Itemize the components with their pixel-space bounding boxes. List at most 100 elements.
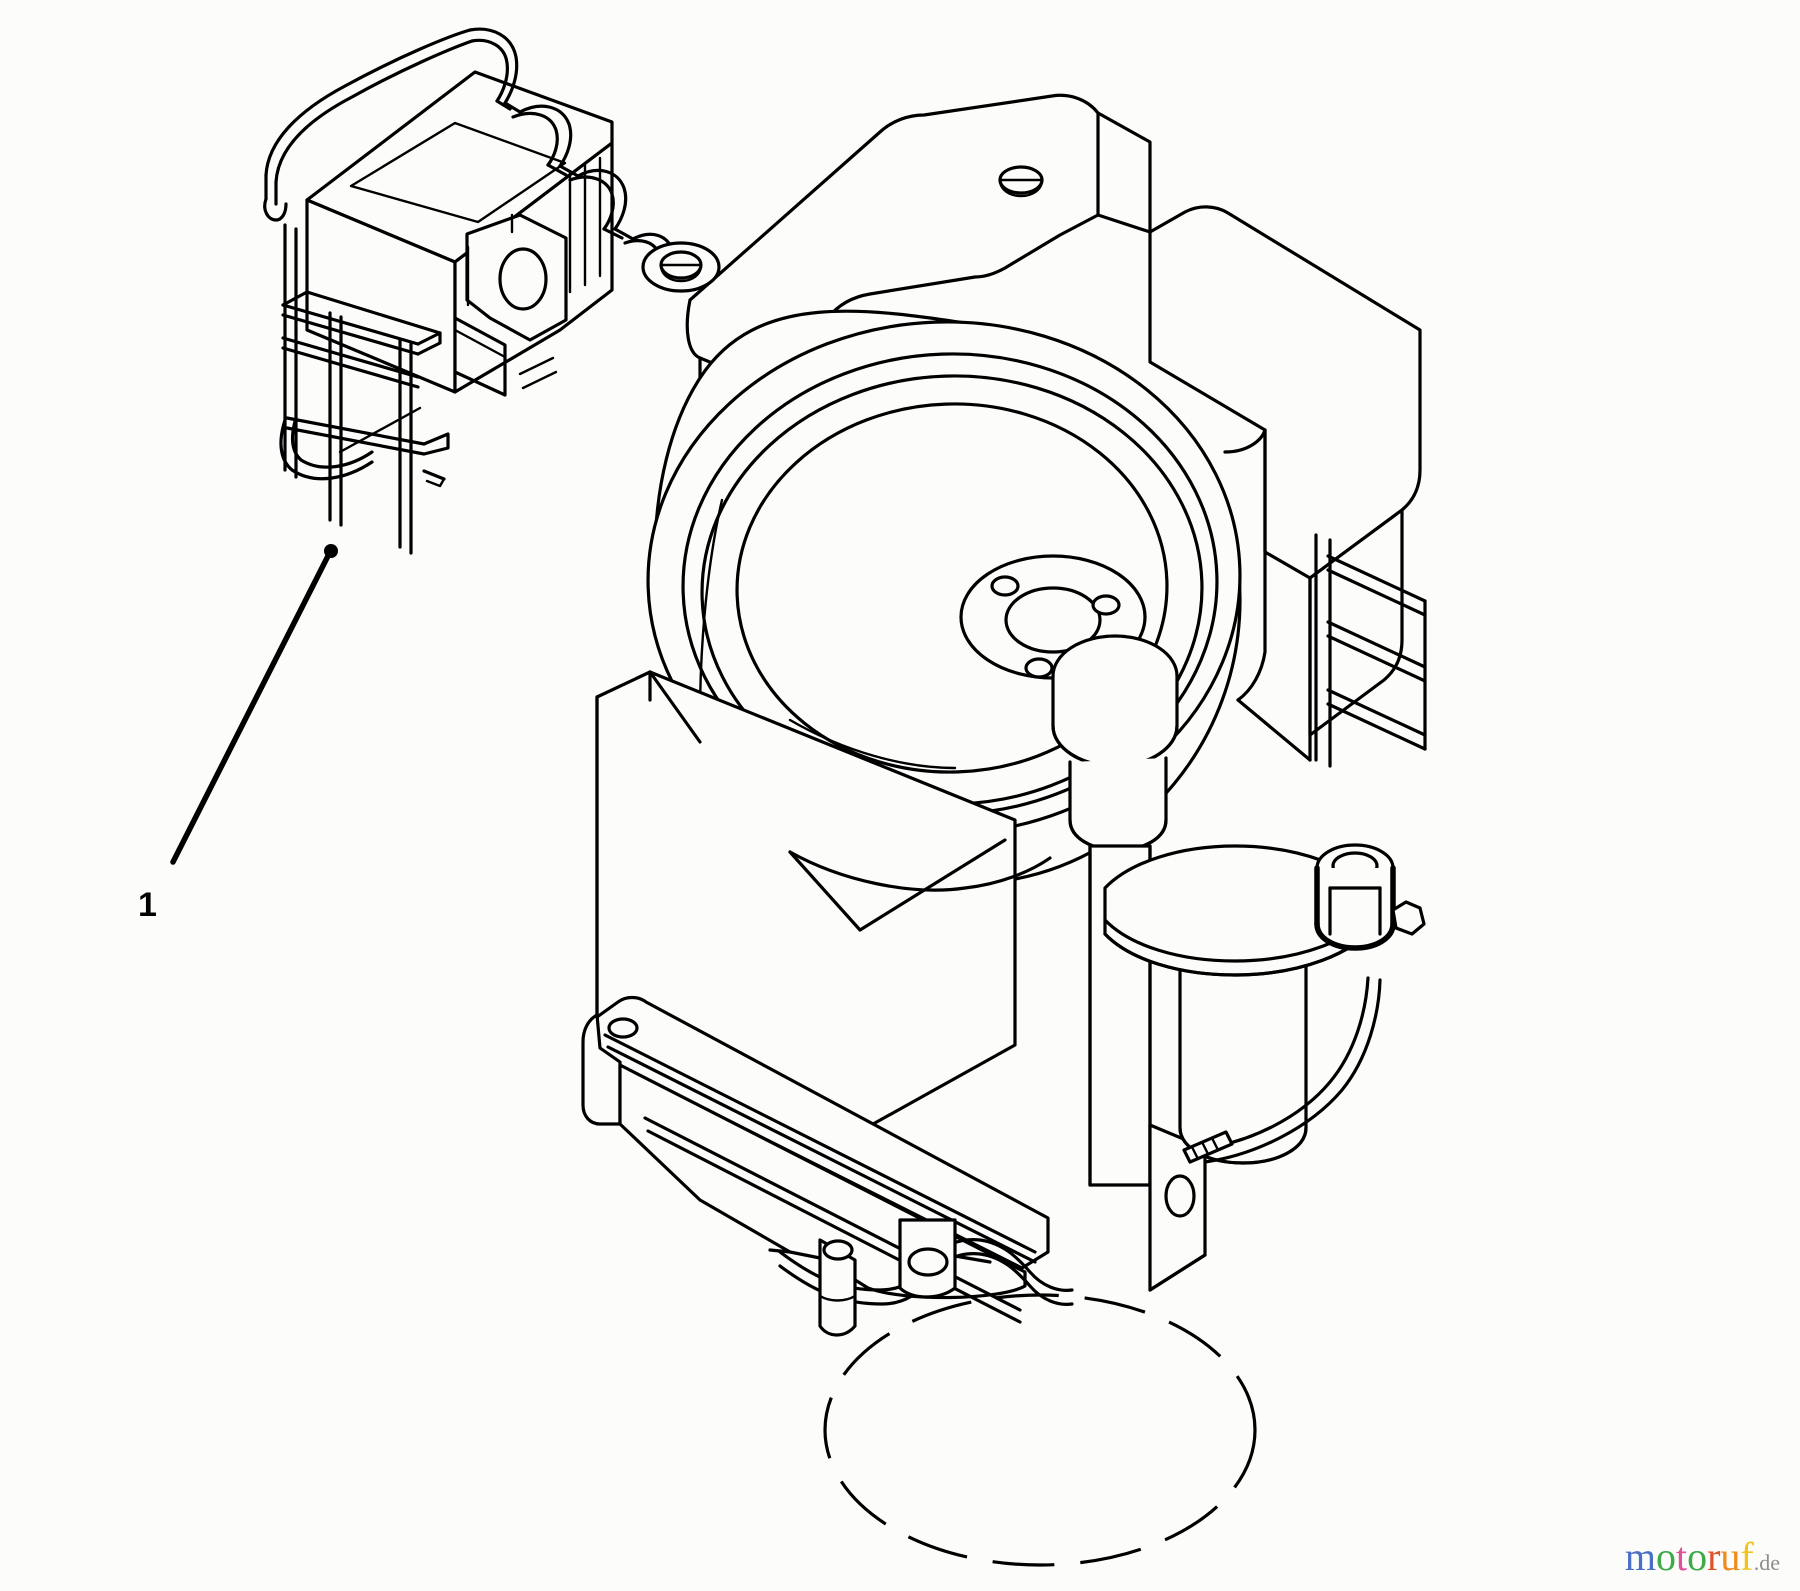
- shaft-collar: [1068, 756, 1168, 852]
- guard-link-2a: [558, 164, 580, 178]
- cooling-fins: [1314, 533, 1427, 768]
- guard-link-1a: [503, 101, 522, 114]
- hub-bolt-2: [1091, 594, 1121, 616]
- cage-rail-low-a: [285, 416, 426, 446]
- callout-1-label: 1: [138, 886, 157, 924]
- recoil-hub-inner: [1004, 586, 1102, 654]
- hub-bolt-3: [1024, 657, 1054, 679]
- bottom-tab-hole: [907, 1247, 949, 1277]
- cover-screw-right-body: [998, 178, 1044, 198]
- cylinder-front-curve-top: [1223, 428, 1267, 454]
- cage-rail-mid-b: [281, 346, 420, 389]
- wm-letter-u: u: [1720, 1534, 1741, 1579]
- cage-top-plate-edge: [416, 331, 442, 356]
- shaft-mount-hole: [1164, 1174, 1196, 1218]
- cover-step: [1058, 213, 1100, 237]
- starter-mount-arc-2: [1203, 978, 1382, 1164]
- guard-link-3b: [602, 227, 624, 240]
- base-flange-line-2: [606, 1045, 1037, 1264]
- fin-2b: [1326, 634, 1427, 683]
- fin-1b: [1326, 568, 1427, 617]
- cage-rail-mid-a: [281, 336, 420, 379]
- hub-bolt-1: [990, 575, 1020, 597]
- callout-1-leader: [170, 549, 333, 865]
- wm-letter-o2: o: [1687, 1534, 1708, 1579]
- cage-top-plate: [281, 290, 442, 346]
- base-post: [818, 1238, 857, 1337]
- callout-leader-group: [170, 544, 338, 865]
- housing-lower-contour: [788, 850, 1052, 892]
- cage-rail-top-b: [281, 313, 420, 356]
- muffler-top-panel: [349, 121, 567, 224]
- guard-link-2b: [546, 163, 568, 177]
- crankcase-v-notch: [788, 838, 1007, 932]
- guard-left-tip: [263, 197, 288, 222]
- guard-hoop-bend3-in: [568, 175, 615, 231]
- cage-pin: [422, 469, 446, 481]
- wm-letter-f: f: [1740, 1534, 1754, 1579]
- engine-assembly: [581, 93, 1427, 1567]
- cage-rail-top-a: [281, 303, 420, 346]
- guard-hoop-bend2-in: [511, 111, 559, 167]
- bolt-thread-2: [1200, 1140, 1210, 1156]
- guard-link-1b: [495, 99, 512, 111]
- wm-letter-o1: o: [1655, 1534, 1676, 1579]
- hidden-seg-1: [768, 1248, 792, 1254]
- base-flange-line-1: [603, 1033, 1037, 1254]
- guard-hoop-inner: [274, 39, 474, 184]
- guard-hoop-outer: [264, 28, 472, 177]
- housing-shade-arc-2: [788, 718, 957, 770]
- cylinder-lower-diag: [1236, 698, 1312, 762]
- hex-nut: [1391, 900, 1426, 936]
- hash-2: [521, 370, 558, 390]
- recoil-plate-face: [735, 402, 1169, 774]
- guard-hoop-bend3-out: [576, 168, 628, 231]
- starter-mount-arc: [1203, 976, 1370, 1150]
- shaft-mount-lower: [1148, 1253, 1207, 1292]
- muffler-lower-flange: [453, 316, 507, 397]
- bracket-hole: [498, 247, 548, 311]
- fin-3a: [1326, 688, 1427, 737]
- guard-link-3a: [613, 227, 635, 241]
- hash-1: [518, 356, 555, 376]
- wm-letter-r: r: [1707, 1534, 1721, 1579]
- blade-path-circle: [823, 1293, 1257, 1567]
- cage-right-cap: [422, 432, 450, 456]
- muffler-guard-assembly: [263, 27, 674, 555]
- wm-letter-m: m: [1624, 1534, 1656, 1579]
- guard-hoop-bend1-in: [470, 38, 509, 103]
- fin-2a: [1326, 620, 1427, 669]
- leg-u-bend-in: [290, 416, 374, 469]
- leg-u-bend-out: [279, 418, 374, 481]
- crankcase-top-left: [648, 670, 702, 744]
- bolt-thread-3: [1210, 1136, 1220, 1152]
- bottom-tab-edge: [953, 1254, 992, 1264]
- housing-shade-arc: [698, 498, 724, 720]
- fin-1a: [1326, 554, 1427, 603]
- fin-3b: [1326, 702, 1427, 751]
- base-skirt-line-1: [643, 1116, 1022, 1312]
- base-post-band: [818, 1294, 857, 1302]
- base-ear-left: [581, 1013, 622, 1126]
- motoruf-watermark: motoruf.de: [1625, 1537, 1780, 1577]
- bolt-thread-1: [1190, 1145, 1200, 1161]
- solenoid-base: [1314, 921, 1396, 951]
- base-post-hole: [822, 1239, 854, 1261]
- starter-motor-bottom: [1178, 1126, 1308, 1165]
- base-hole-left: [607, 1017, 639, 1039]
- cage-brace: [338, 406, 422, 454]
- shaft-knob-body: [1051, 674, 1179, 768]
- muffler-flange-line: [453, 328, 507, 359]
- wm-suffix: .de: [1753, 1550, 1780, 1575]
- cylinder-block-right: [1308, 508, 1404, 737]
- cover-screw-left-body: [659, 263, 703, 283]
- cage-pin-tip: [425, 477, 446, 488]
- guard-hoop-bend1-out: [468, 27, 519, 105]
- wm-letter-t: t: [1675, 1534, 1688, 1579]
- guard-hoop-bend2-out: [518, 104, 573, 168]
- cage-rail-low-b: [285, 426, 426, 456]
- cover-right-edge: [1096, 111, 1152, 234]
- base-skirt-line-2: [646, 1129, 1022, 1324]
